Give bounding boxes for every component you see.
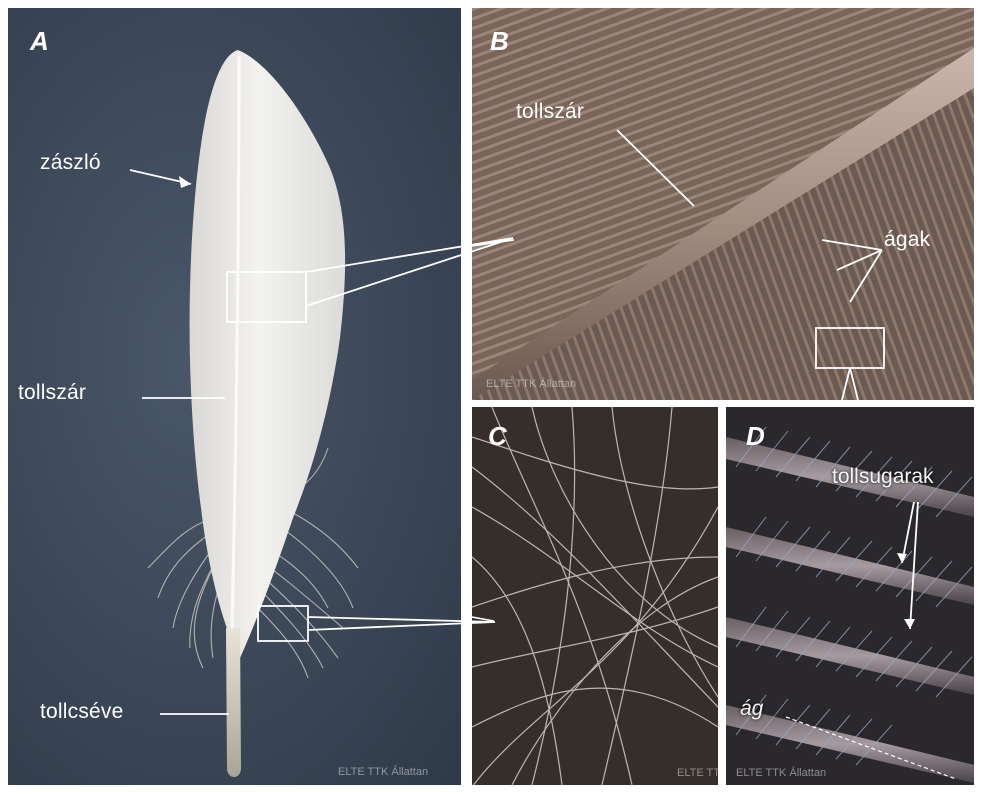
feather-calamus: [226, 628, 241, 777]
watermark-b: ELTE TTK Állattan: [486, 378, 576, 390]
shaft-closeup-illustration: [472, 8, 974, 400]
label-barbules: tollsugarak: [832, 465, 934, 489]
panel-a-feather-photo: A zászló tollszár tollcséve ELTE TTK Áll…: [8, 8, 461, 785]
barbules-closeup: [726, 407, 974, 785]
watermark-c: ELTE TTK Állattan: [677, 767, 718, 779]
label-barbs: ágak: [884, 228, 930, 252]
label-vane: zászló: [40, 151, 101, 175]
watermark-d: ELTE TTK Állattan: [736, 767, 826, 779]
label-calamus: tollcséve: [40, 700, 124, 724]
downy-barbs-closeup: [472, 407, 718, 785]
label-barb: ág: [740, 697, 763, 721]
panel-letter-b: B: [490, 26, 509, 57]
panel-b-shaft-closeup: B tollszár ágak ELTE TTK Állattan: [472, 8, 974, 400]
panel-letter-d: D: [746, 421, 765, 452]
label-shaft-b: tollszár: [516, 100, 584, 124]
watermark-a: ELTE TTK Állattan: [338, 766, 428, 778]
panel-letter-a: A: [30, 26, 49, 57]
feather-vane: [190, 50, 346, 658]
panel-letter-c: C: [488, 421, 507, 452]
panel-d-barbules: D tollsugarak ág ELTE TTK Állattan: [726, 407, 974, 785]
panel-c-downy-barbs: C ELTE TTK Állattan: [472, 407, 718, 785]
label-shaft-a: tollszár: [18, 381, 86, 405]
